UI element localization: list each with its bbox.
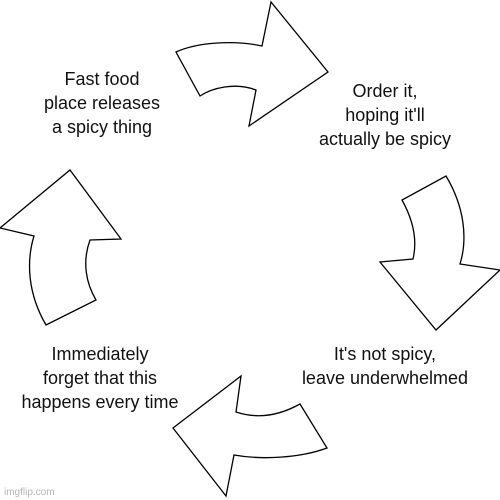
step-4-line: Immediately — [51, 344, 149, 364]
step-3-line: It's not spicy, — [333, 344, 437, 364]
step-1-label: Fast food place releases a spicy thing — [22, 67, 182, 139]
step-4-line: happens every time — [21, 392, 179, 412]
step-2-line: actually be spicy — [318, 129, 452, 149]
step-2-line: Order it, — [352, 81, 418, 101]
step-4-line: forget that this — [42, 368, 158, 388]
step-2-label: Order it, hoping it'll actually be spicy — [305, 79, 465, 151]
curved-arrow-up-icon — [0, 169, 123, 326]
step-1-line: Fast food — [64, 69, 140, 89]
step-4-label: Immediately forget that this happens every… — [10, 342, 190, 414]
step-2-line: hoping it'll — [345, 105, 425, 125]
step-1-line: place releases — [43, 93, 161, 113]
watermark: imgflip.com — [4, 487, 55, 498]
step-3-label: It's not spicy, leave underwhelmed — [285, 342, 485, 390]
curved-arrow-down-icon — [378, 175, 500, 331]
curved-arrow-right-icon — [175, 0, 329, 128]
step-3-line: leave underwhelmed — [301, 368, 469, 388]
curved-arrow-left-icon — [172, 374, 328, 498]
step-1-line: a spicy thing — [51, 117, 153, 137]
